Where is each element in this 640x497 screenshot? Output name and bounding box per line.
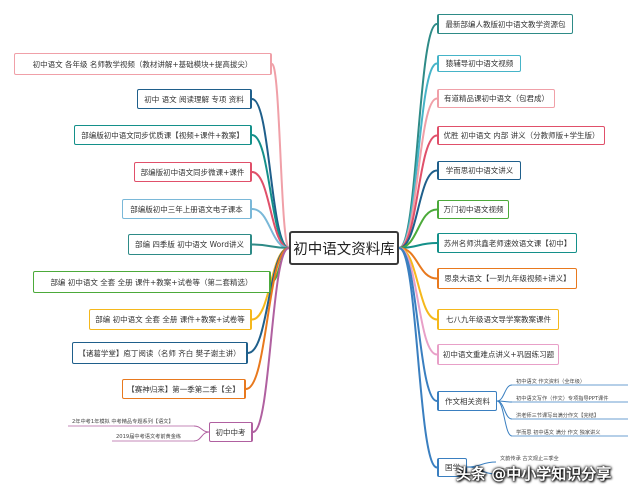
composition-leaf[interactable]: 初中语文写作（作文）专项指导PPT课件	[516, 396, 609, 402]
connector-left-5	[251, 243, 290, 249]
branch-composition-materials[interactable]: 作文相关资料	[437, 391, 497, 411]
watermark-text: 头条 @中小学知识分享	[456, 465, 612, 483]
connector-right-1	[398, 62, 438, 249]
connector-left-0	[271, 63, 290, 249]
connector-zhongkao-0	[193, 425, 210, 433]
branch-electronic-textbook[interactable]: 部编版初中三年上册语文电子课本	[122, 199, 252, 219]
branch-suzhou-teacher-course[interactable]: 苏州名师洪鑫老师速效语文课【初中】	[437, 233, 577, 253]
branch-textbook-resource-pack[interactable]: 最新部编人教版初中语文教学资源包	[437, 14, 573, 34]
guoxue-leaf[interactable]: 文韵传承 古文观止三季全	[500, 456, 559, 462]
connector-left-9	[245, 247, 290, 390]
branch-grade-teacher-videos[interactable]: 初中语文 各年级 名师教学视频（教材讲解+基础模块+提高拔尖）	[14, 53, 272, 75]
connector-left-8	[247, 247, 290, 354]
branch-guided-lesson-plans[interactable]: 七八九年级语文导学案教案课件	[437, 309, 559, 330]
branch-full-set-second[interactable]: 部编 初中语文 全套 全册 课件+教案+试卷等（第二套精选）	[33, 271, 271, 293]
connector-left-10	[252, 247, 290, 433]
guoxue-leaf[interactable]: 三国演义	[500, 468, 521, 474]
branch-xueersi-handouts[interactable]: 学而思初中语文讲义	[437, 161, 521, 180]
connector-right-0	[398, 23, 438, 249]
branch-sync-quality-lessons[interactable]: 部编版初中语文同步优质课【视频+课件+教案】	[74, 125, 252, 145]
connector-composition-3	[496, 400, 513, 437]
branch-siquan-course[interactable]: 思泉大语文【一到九年级视频+讲义】	[437, 268, 577, 289]
central-topic[interactable]: 初中语文资料库	[289, 231, 399, 265]
branch-key-points-exercises[interactable]: 初中语文重难点讲义+巩固练习题	[437, 344, 559, 365]
branch-word-handouts[interactable]: 部编 四季版 初中语文 Word讲义	[128, 234, 252, 255]
connector-zhongkao-1	[193, 431, 210, 442]
branch-sync-micro-lessons[interactable]: 部编版初中语文同步微课+课件	[134, 162, 252, 182]
branch-reading-comprehension[interactable]: 初中 语文 阅读理解 专项 资料	[137, 89, 252, 109]
connector-composition-0	[496, 384, 513, 402]
composition-leaf[interactable]: 初中语文 作文资料（全年级）	[516, 379, 586, 385]
connector-left-4	[251, 208, 290, 249]
connector-right-3	[398, 134, 438, 249]
connector-left-2	[251, 134, 290, 249]
branch-youshen-handouts[interactable]: 优胜 初中语文 内部 讲义（分教师版+学生版）	[437, 126, 605, 145]
branch-guoxue[interactable]: 国学	[437, 458, 467, 477]
connector-right-10	[398, 247, 438, 402]
branch-youdao-course[interactable]: 有道精品课初中语文（包君成）	[437, 89, 555, 108]
zhongkao-leaf[interactable]: 2年中考1年模拟 中考精品专题系列【语文】	[72, 419, 174, 425]
branch-zhongkao[interactable]: 初中中考	[209, 422, 253, 442]
connector-right-8	[398, 247, 438, 321]
branch-wanmen-video[interactable]: 万门初中语文视频	[437, 200, 509, 219]
zhongkao-leaf[interactable]: 2019届中考语文考前黄金练	[116, 434, 182, 440]
connector-right-4	[398, 169, 438, 249]
composition-leaf[interactable]: 学而思 初中语文 满分 作文 独家讲义	[516, 430, 601, 436]
connector-right-11	[398, 247, 438, 469]
connector-guoxue-1	[466, 466, 497, 475]
branch-full-set[interactable]: 部编 初中语文 全套 全册 课件+教案+试卷等	[89, 309, 252, 330]
branch-saishen-return[interactable]: 【赛神归来】第一季第二季【全】	[122, 379, 246, 399]
composition-leaf[interactable]: 洪老师三节课写出满分作文【完结】	[516, 413, 600, 419]
branch-zhuge-reading[interactable]: 【诸葛学堂】庖丁阅读（名师 齐白 樊子谢主讲）	[72, 342, 248, 364]
branch-yuanfudao-video[interactable]: 猿辅导初中语文视频	[437, 55, 521, 72]
connector-left-3	[251, 171, 290, 249]
